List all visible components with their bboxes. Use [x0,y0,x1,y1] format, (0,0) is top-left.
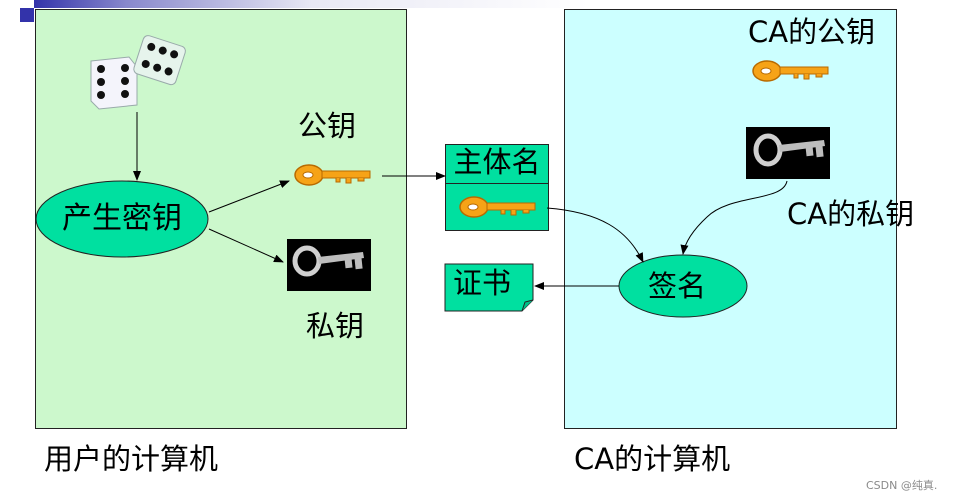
watermark: CSDN @纯真. [866,479,938,492]
subject-name-box [445,144,549,231]
user-computer-label: 用户的计算机 [44,442,219,476]
sign-label: 签名 [648,269,707,303]
ca-computer-label: CA的计算机 [574,442,731,476]
certificate-fold [521,299,534,312]
ca-computer-panel [564,9,897,429]
generate-keys-node [35,180,209,258]
arrow-ca-private-key-to-sign [680,180,788,255]
private-key-label: 私钥 [306,309,365,343]
header-rule [34,0,959,8]
subject-name-label: 主体名 [453,145,541,179]
certificate-label: 证书 [453,266,512,300]
arrow-generate-to-public-key [208,180,290,213]
arrow-generate-to-private-key [208,228,284,263]
public-key-icon [294,164,371,186]
ca-public-key-icon [752,60,829,82]
ca-private-key-label: CA的私钥 [787,197,915,231]
subject-public-key-icon [459,196,536,218]
arrow-subject-to-sign [546,207,644,263]
ca-private-key-icon [746,127,830,179]
generate-keys-label: 产生密钥 [62,201,182,236]
header-square [20,8,34,22]
public-key-label: 公钥 [298,109,357,143]
ca-public-key-label: CA的公钥 [748,15,876,49]
subject-name-divider [446,183,548,184]
private-key-icon [287,239,371,291]
dice-icon [90,35,186,110]
